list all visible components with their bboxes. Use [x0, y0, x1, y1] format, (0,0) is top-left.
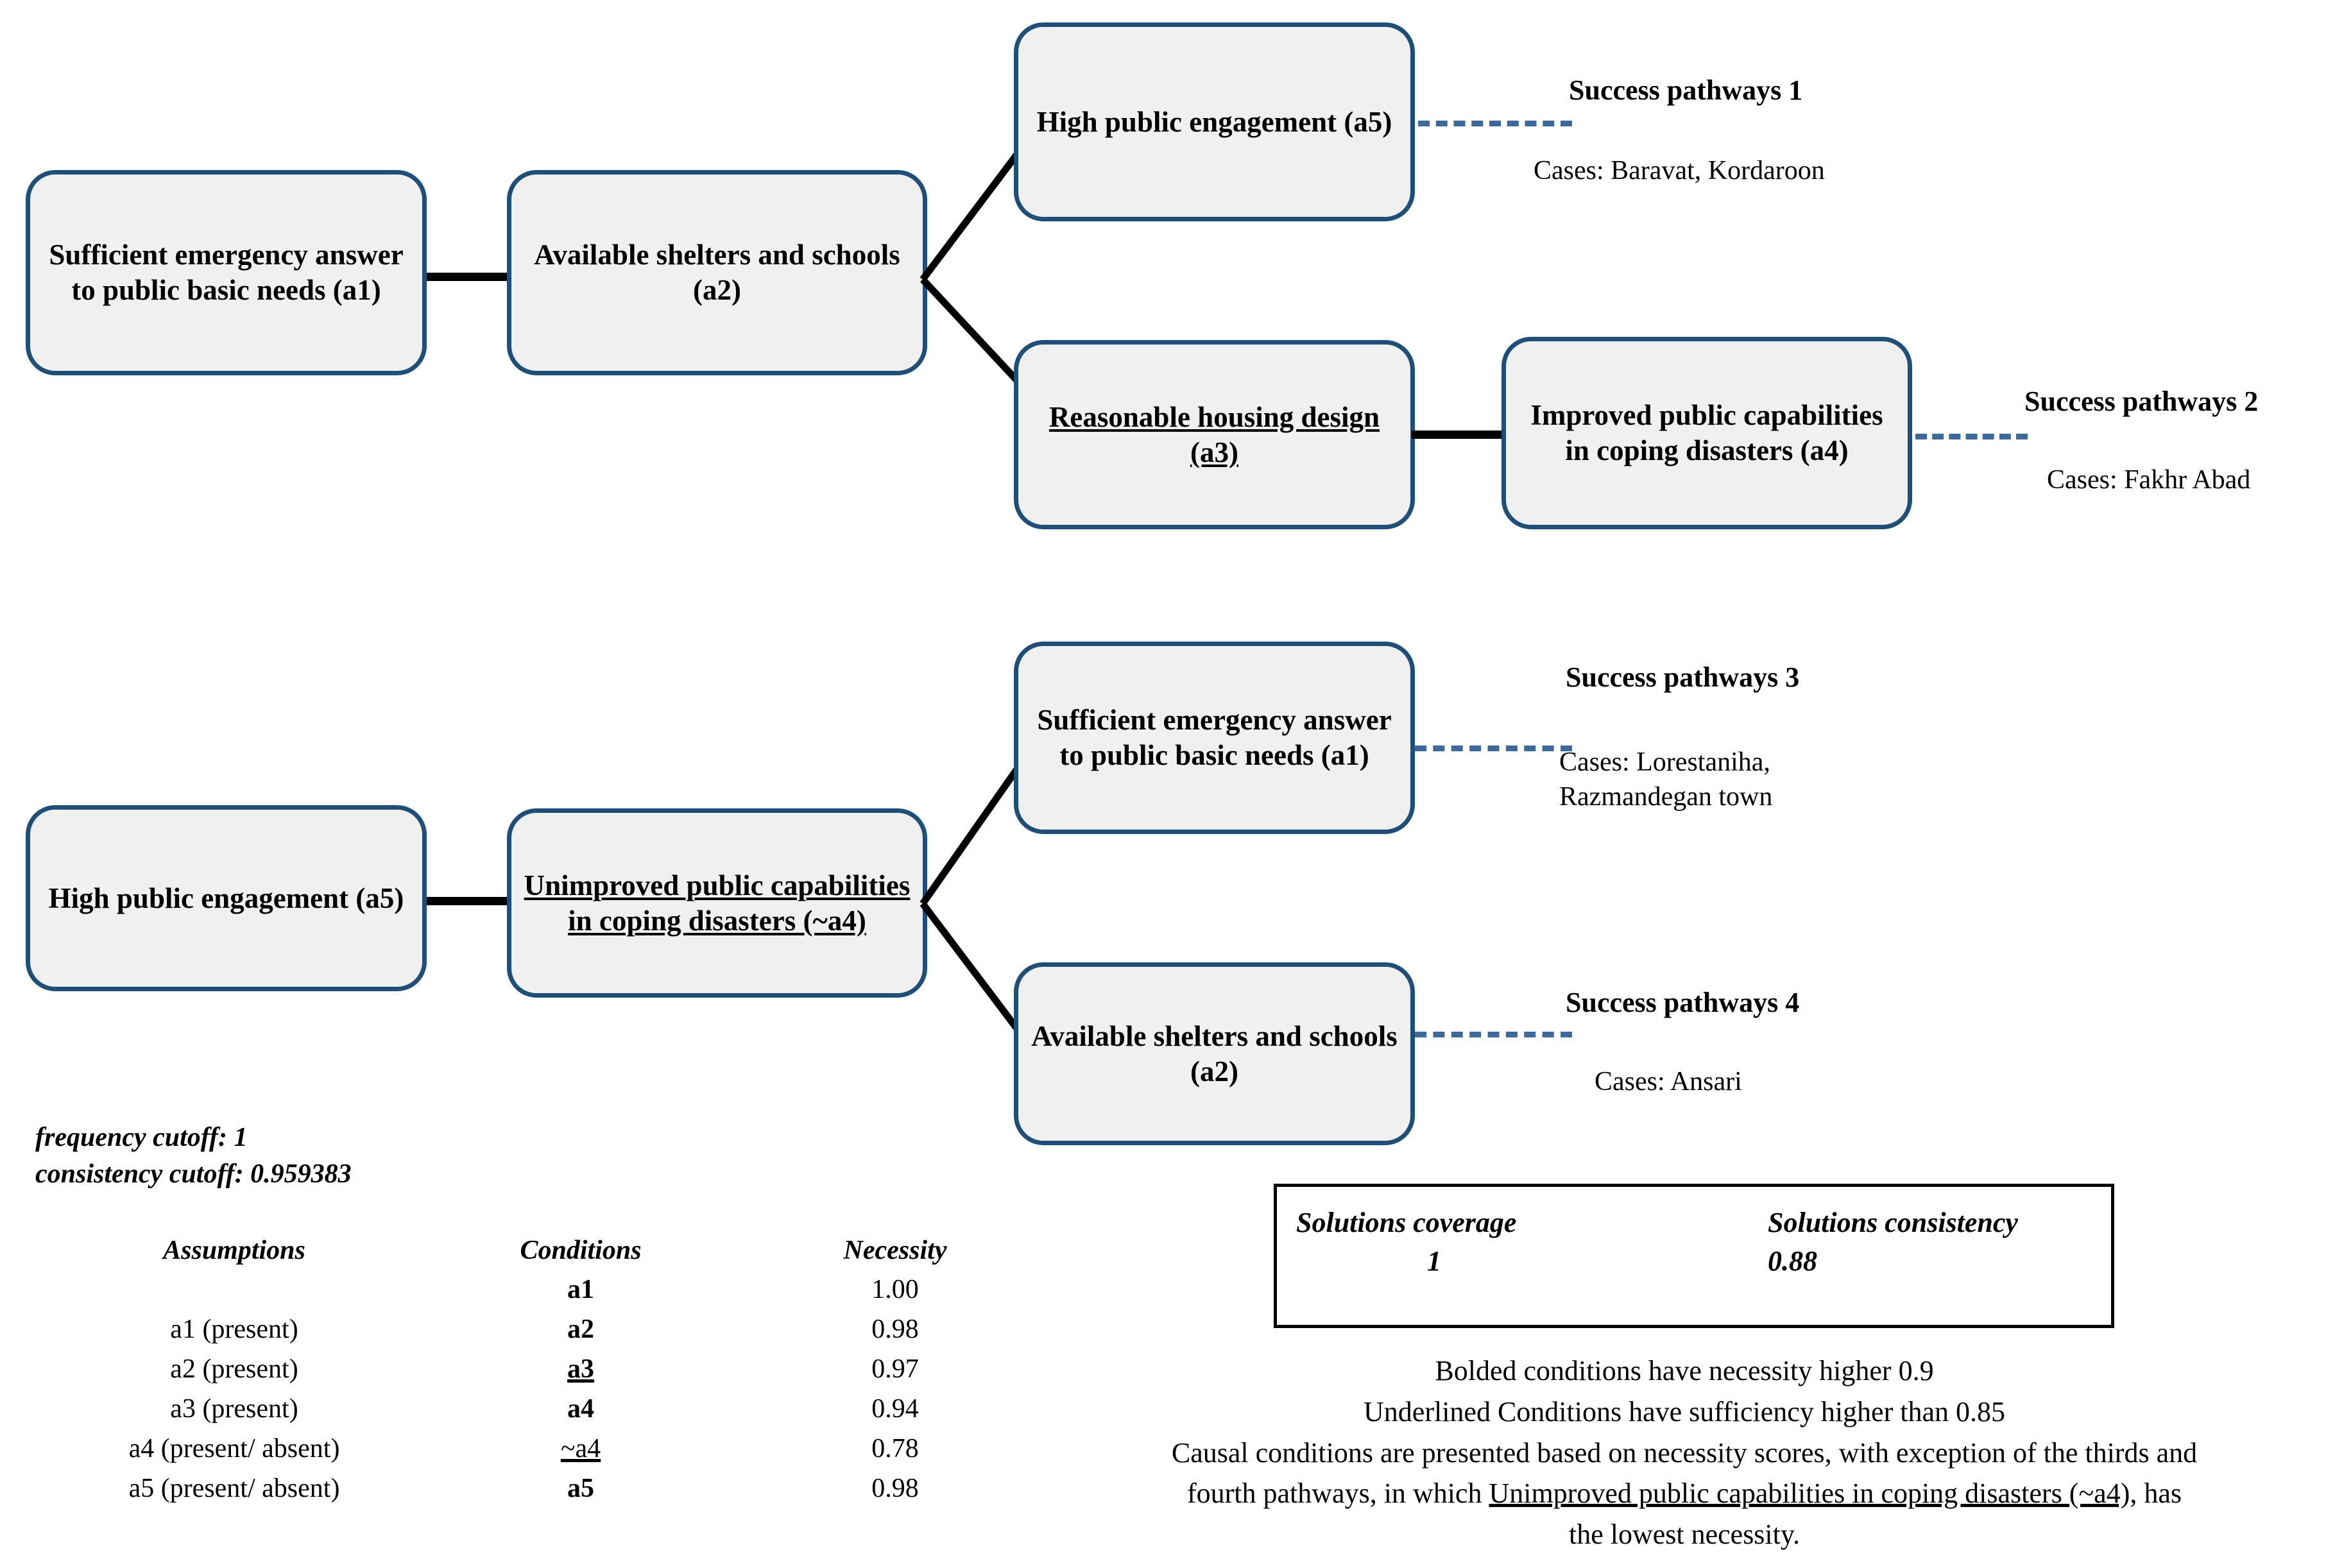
node-label: High public engagement (a5) [48, 882, 404, 914]
table-row: a2 (present) [170, 1354, 298, 1384]
table-row: 0.98 [871, 1315, 919, 1344]
solutions-consistency-value: 0.88 [1768, 1245, 1817, 1277]
pathway-2-title: Success pathways 2 [2024, 386, 2259, 417]
connector-a5-na4 [423, 897, 510, 905]
table-row: ~a4 [560, 1434, 601, 1463]
table-row: a4 (present/ absent) [128, 1434, 340, 1463]
consistency-cutoff: consistency cutoff: 0.959383 [35, 1159, 352, 1189]
footnote-line-3b: fourth pathways, in which [1186, 1478, 1489, 1510]
node-improved-capabilities-a4[interactable]: Improved public capabilities in coping d… [1501, 337, 1912, 529]
node-label: Reasonable housing design (a3) [1048, 400, 1380, 468]
table-row: 0.97 [871, 1354, 919, 1384]
footnote-block: Bolded conditions have necessity higher … [1039, 1351, 2329, 1555]
node-label: Unimproved public capabilities in coping… [524, 869, 911, 937]
node-unimproved-capabilities-na4[interactable]: Unimproved public capabilities in coping… [507, 808, 927, 998]
node-high-public-engagement-a5-lower[interactable]: High public engagement (a5) [26, 805, 427, 991]
table-row: a4 [567, 1394, 594, 1424]
node-available-shelters-a2[interactable]: Available shelters and schools (a2) [507, 170, 927, 375]
node-reasonable-housing-a3[interactable]: Reasonable housing design (a3) [1014, 340, 1415, 529]
node-label: Available shelters and schools (a2) [1031, 1019, 1398, 1087]
connector-na4-to-a1 [920, 763, 1022, 906]
table-header-assumptions: Assumptions [163, 1236, 305, 1265]
dashed-leader-pathway-2 [1915, 434, 2028, 439]
table-row: a5 (present/ absent) [128, 1474, 340, 1503]
solutions-coverage-label: Solutions coverage [1296, 1207, 1517, 1238]
table-row: 0.94 [871, 1394, 919, 1424]
connector-a1-a2 [423, 273, 510, 281]
table-row: a5 [567, 1474, 594, 1503]
pathway-4-cases: Cases: Ansari [1595, 1067, 1742, 1096]
connector-a3-a4 [1412, 430, 1505, 439]
pathway-2-cases: Cases: Fakhr Abad [2047, 465, 2251, 495]
pathway-3-title: Success pathways 3 [1566, 661, 1800, 693]
table-header-conditions: Conditions [520, 1236, 642, 1265]
necessity-table: Assumptions Conditions Necessity a1 (pre… [0, 0, 1027, 1503]
table-row: a1 (present) [170, 1315, 298, 1344]
footnote-line-3c: has [2137, 1478, 2182, 1510]
node-high-public-engagement-a5[interactable]: High public engagement (a5) [1014, 22, 1415, 221]
footnote-line-3a: Causal conditions are presented based on… [1171, 1436, 2198, 1469]
solutions-consistency-label: Solutions consistency [1768, 1207, 2018, 1238]
node-available-shelters-a2-lower[interactable]: Available shelters and schools (a2) [1014, 962, 1415, 1145]
dashed-leader-pathway-4 [1415, 1032, 1572, 1037]
footnote-underlined-term: Unimproved public capabilities in coping… [1489, 1478, 2137, 1510]
pathway-3-cases: Cases: Lorestaniha, Razmandegan town [1559, 747, 1773, 812]
solutions-coverage-value: 1 [1427, 1245, 1441, 1277]
frequency-cutoff: frequency cutoff: 1 [35, 1123, 248, 1152]
table-row: 0.78 [871, 1434, 919, 1463]
table-row: a3 [567, 1354, 594, 1384]
node-label: Sufficient emergency answer to public ba… [1037, 704, 1392, 771]
table-header-necessity: Necessity [843, 1236, 947, 1265]
table-row: a3 (present) [170, 1394, 298, 1424]
dashed-leader-pathway-1 [1418, 121, 1572, 126]
node-label: Improved public capabilities in coping d… [1530, 399, 1883, 466]
node-label: Available shelters and schools (a2) [534, 239, 900, 306]
pathway-4-title: Success pathways 4 [1566, 987, 1800, 1018]
pathway-1-title: Success pathways 1 [1569, 74, 1803, 106]
footnote-line-1: Bolded conditions have necessity higher … [1435, 1355, 1934, 1386]
table-row: 1.00 [871, 1275, 919, 1304]
footnote-line-2: Underlined Conditions have sufficiency h… [1364, 1395, 2005, 1427]
table-row: a2 [567, 1315, 594, 1344]
solutions-box [1274, 1184, 2114, 1328]
cutoff-block: frequency cutoff: 1 consistency cutoff: … [35, 1120, 352, 1192]
node-label: Sufficient emergency answer to public ba… [49, 239, 404, 306]
table-row: 0.98 [871, 1474, 919, 1503]
footnote-line-4: fourth pathways, in which Unimproved pub… [1039, 1473, 2329, 1514]
pathway-1-cases: Cases: Baravat, Kordaroon [1534, 156, 1825, 185]
table-row: a1 [567, 1275, 594, 1304]
dashed-leader-pathway-3 [1415, 746, 1572, 751]
footnote-line-5: the lowest necessity. [1568, 1519, 1801, 1551]
footnote-line-3: Causal conditions are presented based on… [1039, 1433, 2329, 1474]
node-sufficient-emergency-a1-lower[interactable]: Sufficient emergency answer to public ba… [1014, 642, 1415, 834]
node-label: High public engagement (a5) [1036, 105, 1392, 138]
node-sufficient-emergency-a1[interactable]: Sufficient emergency answer to public ba… [26, 170, 427, 375]
